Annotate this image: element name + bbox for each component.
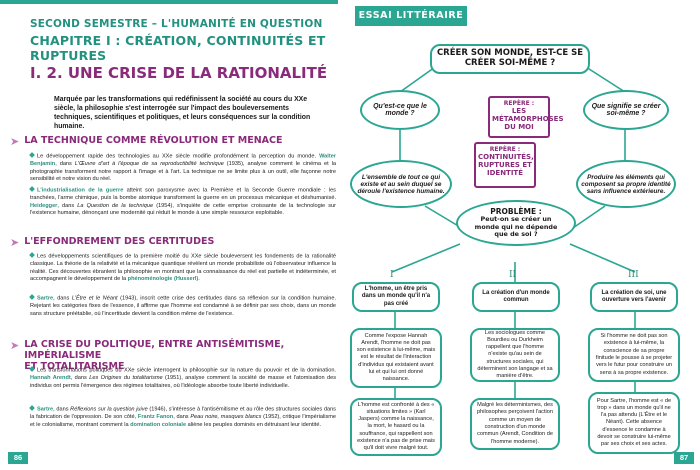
definition-monde-oval: L'ensemble de tout ce qui existe et au s… bbox=[350, 160, 452, 208]
part2-argument-b: Malgré les déterminismes, des philosophe… bbox=[470, 398, 560, 450]
question-soi-oval: Que signifie se créer soi-même ? bbox=[583, 90, 669, 130]
bullet-icon bbox=[29, 366, 35, 372]
roman-numeral-3: III bbox=[628, 270, 639, 280]
part3-argument-a: Si l'homme ne doit pas son existence à l… bbox=[588, 328, 680, 382]
paragraph-sciences: Les développements scientifiques de la p… bbox=[29, 252, 336, 283]
left-page: SECOND SEMESTRE – L'HUMANITÉ EN QUESTION… bbox=[0, 0, 338, 464]
arrow-bullet-icon: ➤ bbox=[10, 236, 20, 249]
subheading-technique: ➤ LA TECHNIQUE COMME RÉVOLUTION ET MENAC… bbox=[10, 135, 283, 148]
subheading-certitudes: ➤ L'EFFONDREMENT DES CERTITUDES bbox=[10, 236, 215, 249]
semester-heading: SECOND SEMESTRE – L'HUMANITÉ EN QUESTION bbox=[30, 18, 323, 30]
definition-soi-oval: Produire les éléments qui composent sa p… bbox=[576, 160, 676, 208]
roman-numeral-2: II bbox=[509, 270, 517, 280]
subheading-politique: ➤ LA CRISE DU POLITIQUE, ENTRE ANTISÉMIT… bbox=[10, 339, 285, 372]
bullet-icon bbox=[29, 186, 35, 192]
part2-box: La création d'un monde commun bbox=[472, 282, 560, 312]
bullet-icon bbox=[29, 252, 35, 258]
part1-argument-b: L'homme est confronté à des « situations… bbox=[350, 398, 442, 456]
roman-numeral-1: I bbox=[390, 270, 394, 280]
part3-argument-b: Pour Sartre, l'homme est « de trop » dan… bbox=[588, 392, 680, 454]
bullet-icon bbox=[29, 294, 35, 300]
bullet-icon bbox=[29, 405, 35, 411]
page-number-right: 87 bbox=[674, 452, 694, 464]
paragraph-fanon: Sartre, dans Réflexions sur la question … bbox=[29, 405, 337, 428]
paragraph-arendt: Les transformations politiques du XXe si… bbox=[29, 366, 336, 389]
paragraph-benjamin: Le développement rapide des technologies… bbox=[29, 152, 336, 183]
question-monde-oval: Qu'est-ce que le monde ? bbox=[360, 90, 440, 130]
arrow-bullet-icon: ➤ bbox=[10, 135, 20, 148]
paragraph-guerre: L'industrialisation de la guerre atteint… bbox=[29, 186, 336, 217]
section-title: I. 2. UNE CRISE DE LA RATIONALITÉ bbox=[30, 64, 328, 82]
main-question-box: CRÉER SON MONDE, EST-CE SE CRÉER SOI-MÊM… bbox=[430, 44, 590, 74]
header-band bbox=[0, 0, 338, 4]
essai-litteraire-tab: ESSAI LITTÉRAIRE bbox=[355, 6, 467, 26]
page-number-left: 86 bbox=[8, 452, 28, 464]
probleme-oval: PROBLÈME : Peut-on se créer un monde qui… bbox=[456, 200, 576, 246]
repere-continuites: REPÈRE : CONTINUITÉS, RUPTURES ET IDENTI… bbox=[474, 142, 536, 188]
bullet-icon bbox=[29, 152, 35, 158]
right-page: ESSAI LITTÉRAIRE CRÉER SON MONDE, EST-CE bbox=[350, 0, 700, 470]
part3-box: La création de soi, une ouverture vers l… bbox=[590, 282, 678, 312]
paragraph-sartre: Sartre, dans L'Être et le Néant (1943), … bbox=[29, 294, 337, 317]
chapter-heading: CHAPITRE I : CRÉATION, CONTINUITÉS ET RU… bbox=[30, 33, 326, 63]
part1-box: L'homme, un être pris dans un monde qu'i… bbox=[352, 282, 440, 312]
part1-argument-a: Comme l'expose Hannah Arendt, l'homme ne… bbox=[350, 328, 442, 388]
repere-metamorphoses: REPÈRE : LES MÉTAMORPHOSES DU MOI bbox=[488, 96, 564, 138]
arrow-bullet-icon: ➤ bbox=[10, 339, 20, 352]
intro-paragraph: Marquée par les transformations qui redé… bbox=[54, 96, 311, 130]
part2-argument-a: Les sociologues comme Bourdieu ou Durkhe… bbox=[470, 328, 560, 382]
